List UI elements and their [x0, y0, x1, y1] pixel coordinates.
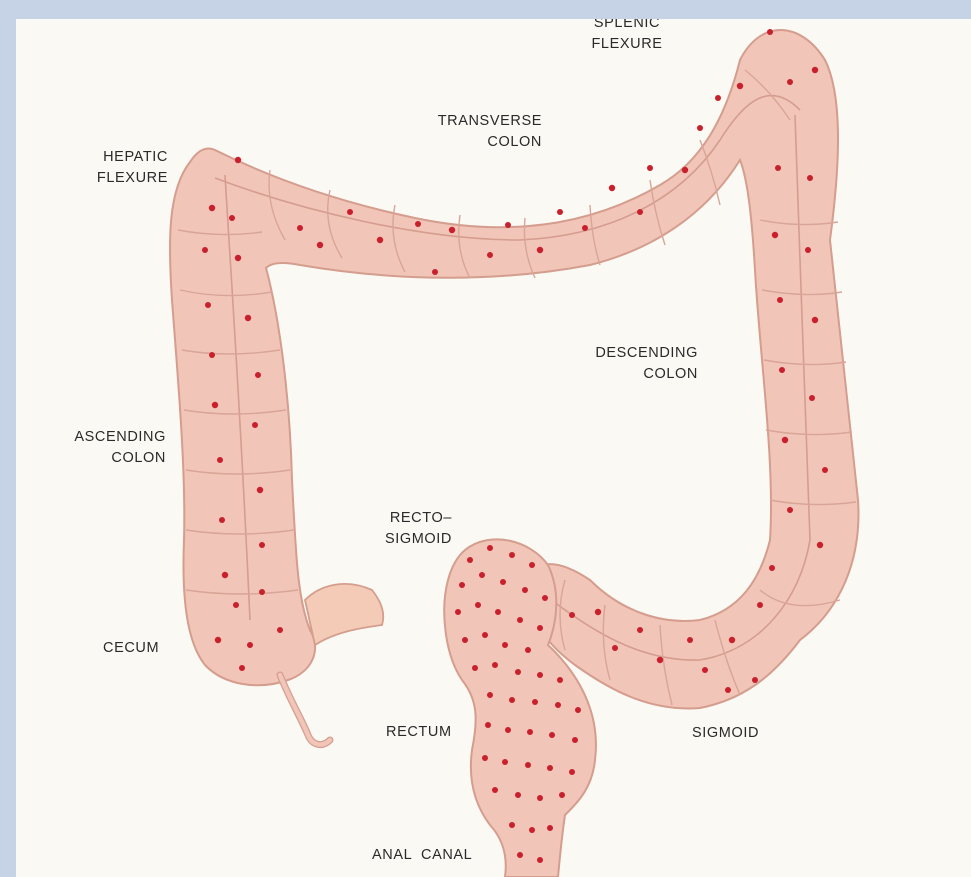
label-anal-canal: ANAL CANAL: [372, 845, 472, 866]
label-recto-sigmoid: RECTO– SIGMOID: [352, 508, 452, 550]
label-descending-colon: DESCENDING COLON: [542, 343, 698, 385]
label-line: FLEXURE: [572, 34, 682, 55]
label-line: COLON: [26, 448, 166, 469]
appendix: [280, 675, 330, 745]
label-splenic-flexure: SPLENIC FLEXURE: [572, 19, 682, 55]
label-line: COLON: [542, 364, 698, 385]
label-line: COLON: [392, 132, 542, 153]
label-rectum: RECTUM: [386, 722, 452, 743]
label-hepatic-flexure: HEPATIC FLEXURE: [58, 147, 168, 189]
label-cecum: CECUM: [103, 638, 159, 659]
label-sigmoid: SIGMOID: [692, 723, 759, 744]
label-line: TRANSVERSE: [392, 111, 542, 132]
label-transverse-colon: TRANSVERSE COLON: [392, 111, 542, 153]
illustration-canvas: SPLENIC FLEXURE TRANSVERSE COLON HEPATIC…: [16, 19, 971, 877]
ileum-stump: [305, 584, 383, 645]
label-line: SPLENIC: [572, 19, 682, 34]
label-line: DESCENDING: [542, 343, 698, 364]
label-ascending-colon: ASCENDING COLON: [26, 427, 166, 469]
label-line: ASCENDING: [26, 427, 166, 448]
label-line: HEPATIC: [58, 147, 168, 168]
label-line: FLEXURE: [58, 168, 168, 189]
label-line: RECTO–: [352, 508, 452, 529]
label-line: SIGMOID: [352, 529, 452, 550]
